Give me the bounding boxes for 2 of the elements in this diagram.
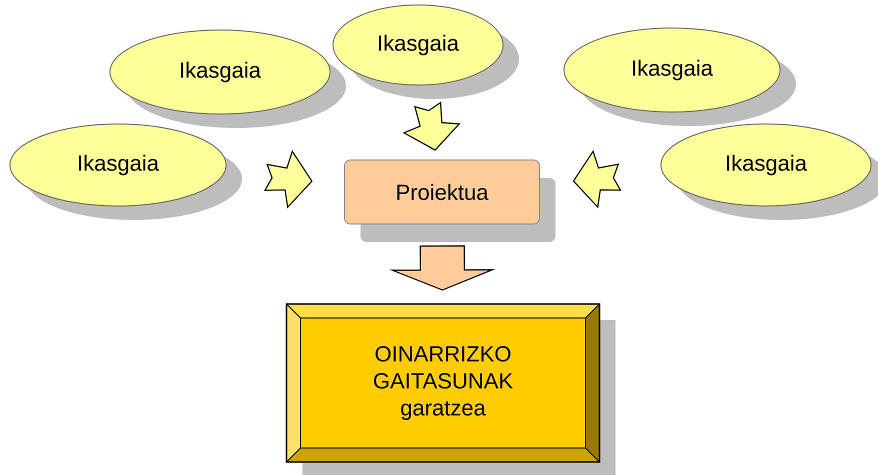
bevelled-box: OINARRIZKO GAITASUNAK garatzea — [286, 303, 616, 475]
rounded-box: Proiektua — [344, 160, 556, 242]
